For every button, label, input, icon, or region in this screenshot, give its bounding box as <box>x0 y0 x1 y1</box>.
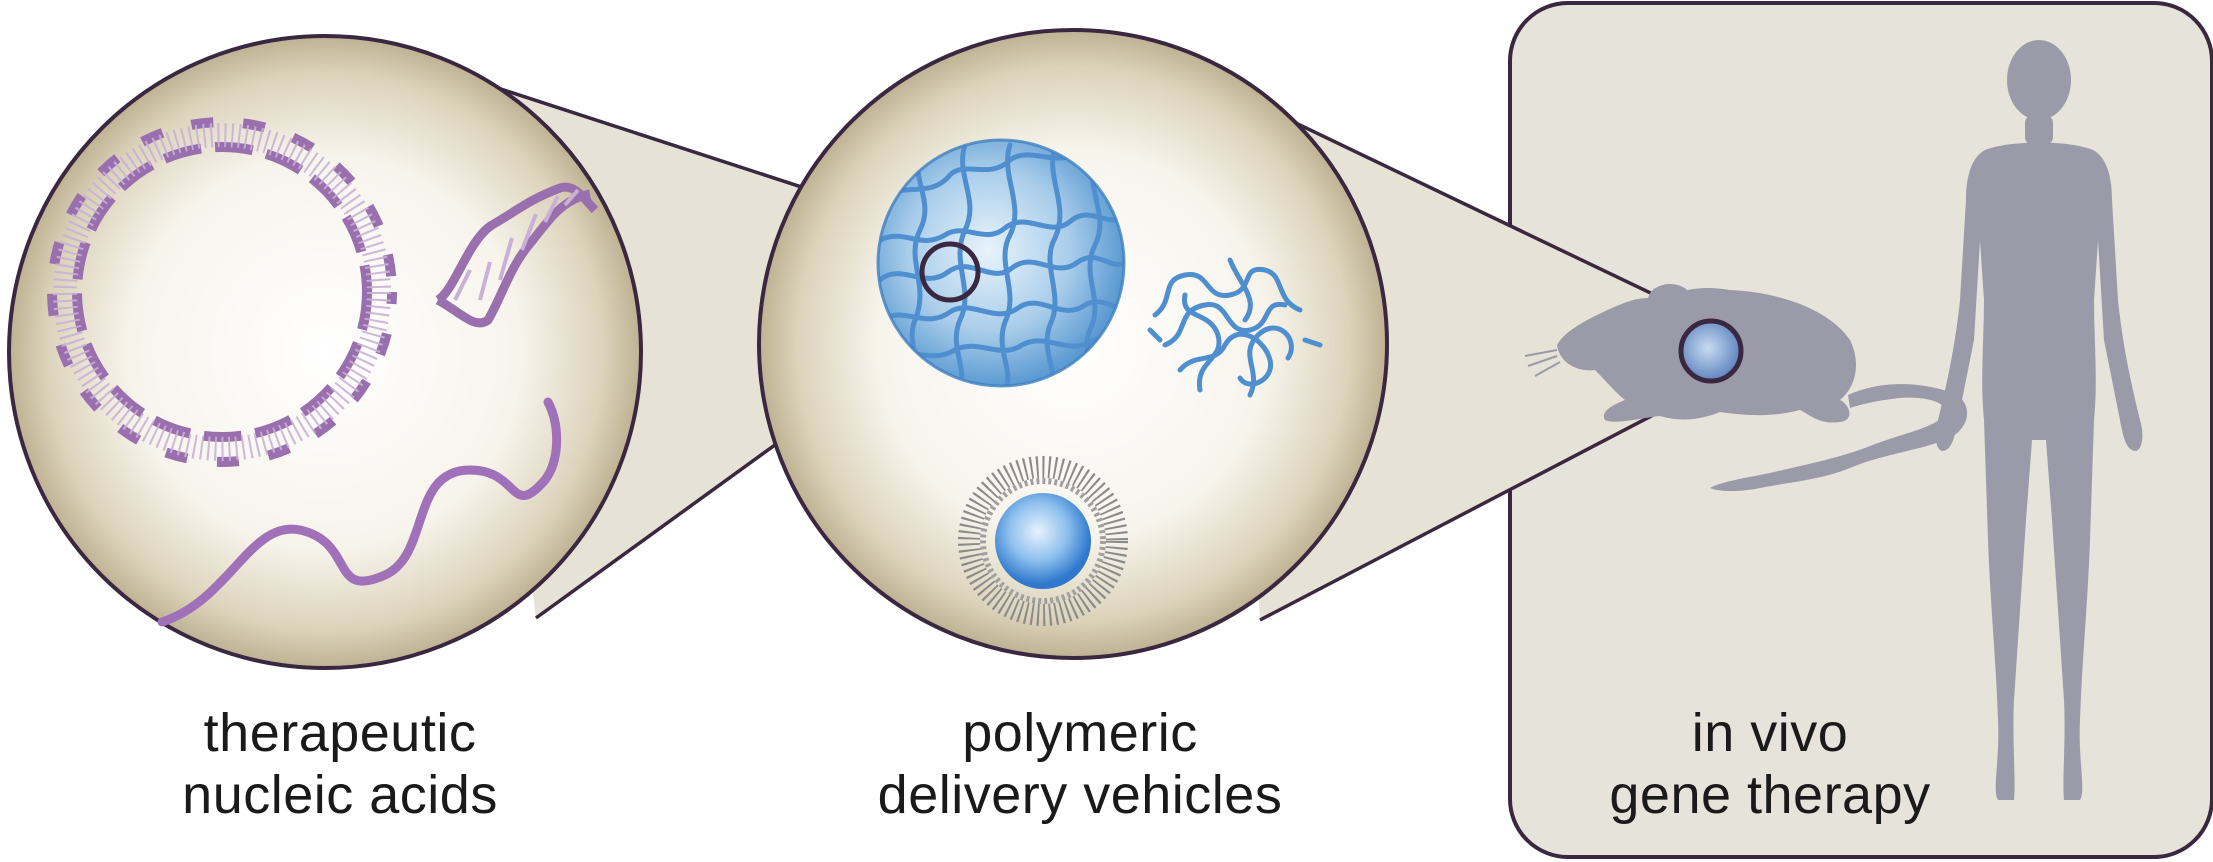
caption-line: polymeric <box>962 703 1198 763</box>
micelle-icon <box>958 456 1128 626</box>
circular-plasmid-dna-icon <box>47 117 397 467</box>
rna-ribbon-icon <box>157 397 562 627</box>
nucleic-acids-circle <box>7 34 643 670</box>
caption-line: nucleic acids <box>182 765 498 825</box>
injection-site-marker <box>1678 318 1744 384</box>
caption-line: gene therapy <box>1609 765 1931 825</box>
delivery-vehicles-caption: polymeric delivery vehicles <box>800 702 1360 826</box>
caption-line: in vivo <box>1691 703 1849 763</box>
polymer-coil-icon <box>1147 257 1323 398</box>
delivery-vehicles-circle <box>757 28 1389 660</box>
dna-double-helix-icon <box>435 182 599 328</box>
nucleic-acids-caption: therapeutic nucleic acids <box>80 702 600 826</box>
caption-line: therapeutic <box>203 703 477 763</box>
gene-therapy-caption: in vivo gene therapy <box>1510 702 2030 826</box>
caption-line: delivery vehicles <box>877 765 1283 825</box>
human-silhouette-icon <box>1935 40 2143 800</box>
